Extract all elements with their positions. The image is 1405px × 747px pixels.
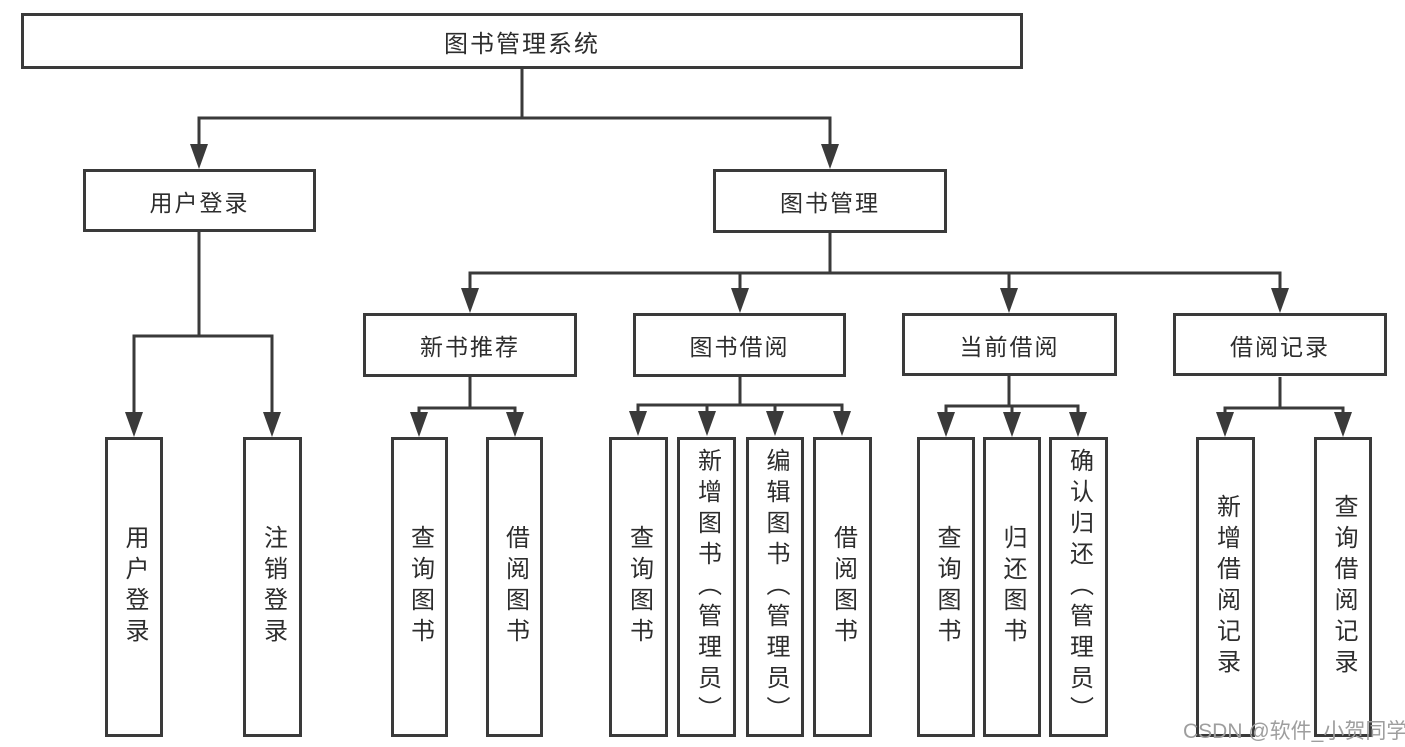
csdn-watermark: CSDN @软件_小贺同学 (1183, 720, 1405, 743)
node-label: 新增借阅记录 (1212, 494, 1240, 680)
node-library-management-system: 图书管理系统 (21, 13, 1023, 69)
connector-userlogin-to-leaves (132, 232, 274, 414)
leaf-logout: 注销登录 (243, 437, 302, 737)
node-new-book-recommendation: 新书推荐 (363, 313, 577, 377)
connector-bookborrow-to-leaves (636, 377, 844, 413)
arrowhead (1069, 412, 1087, 437)
arrowhead (698, 411, 716, 436)
arrowhead (731, 288, 749, 313)
connector-newbook-to-leaves (417, 377, 517, 414)
arrowhead (833, 411, 851, 436)
connector-records-to-leaves (1223, 377, 1345, 414)
arrowhead (629, 411, 647, 436)
leaf-return-books: 归还图书 (983, 437, 1041, 737)
node-label: 图书管理系统 (444, 30, 600, 58)
leaf-add-borrow-record: 新增借阅记录 (1196, 437, 1255, 737)
arrowhead (1000, 288, 1018, 313)
node-label: 图书管理 (780, 190, 880, 216)
node-book-borrowing: 图书借阅 (633, 313, 846, 377)
node-label: 查询图书 (933, 525, 960, 649)
node-label: 确认归还（管理员） (1065, 447, 1093, 727)
arrowhead (937, 412, 955, 437)
leaf-query-books-recommend: 查询图书 (391, 437, 448, 737)
node-book-management: 图书管理 (713, 169, 947, 233)
node-label: 查询借阅记录 (1330, 494, 1357, 680)
leaf-add-books-admin: 新增图书（管理员） (677, 437, 736, 737)
node-label: 注销登录 (259, 525, 287, 649)
node-user-login: 用户登录 (83, 169, 316, 232)
node-label: 新书推荐 (420, 334, 520, 360)
connector-root-to-level2 (197, 69, 832, 146)
arrowhead (1271, 288, 1289, 313)
node-label: 查询图书 (406, 525, 434, 649)
node-label: 用户登录 (121, 525, 148, 649)
node-label: 用户登录 (149, 189, 250, 216)
node-label: 编辑图书（管理员） (762, 447, 789, 727)
arrowhead (1334, 412, 1352, 437)
leaf-query-books-borrow: 查询图书 (609, 437, 668, 737)
node-current-borrowing: 当前借阅 (902, 313, 1117, 376)
leaf-edit-books-admin: 编辑图书（管理员） (746, 437, 804, 737)
node-label: 借阅记录 (1230, 333, 1330, 360)
leaf-query-books-current: 查询图书 (917, 437, 975, 737)
arrowhead (190, 144, 208, 169)
node-label: 当前借阅 (959, 333, 1060, 360)
node-label: 查询图书 (625, 525, 653, 649)
leaf-borrow-books: 借阅图书 (813, 437, 872, 737)
arrowhead (263, 412, 281, 437)
arrowhead (766, 411, 784, 436)
node-label: 借阅图书 (501, 525, 529, 649)
node-label: 借阅图书 (829, 525, 857, 649)
connector-currentborrow-to-leaves (944, 376, 1080, 413)
node-label: 归还图书 (999, 525, 1026, 649)
arrowhead (461, 288, 479, 313)
connector-bookmgmt-to-level3 (468, 233, 1282, 290)
node-label: 新增图书（管理员） (693, 447, 721, 727)
arrowheads (125, 144, 1352, 437)
arrowhead (506, 412, 524, 437)
arrowhead (410, 412, 428, 437)
leaf-confirm-return-admin: 确认归还（管理员） (1049, 437, 1108, 737)
arrowhead (125, 412, 143, 437)
leaf-user-login: 用户登录 (105, 437, 163, 737)
leaf-borrow-books-recommend: 借阅图书 (486, 437, 543, 737)
arrowhead (1216, 412, 1234, 437)
node-label: 图书借阅 (689, 334, 790, 360)
arrowhead (1003, 412, 1021, 437)
leaf-query-borrow-record: 查询借阅记录 (1314, 437, 1372, 737)
arrowhead (821, 144, 839, 169)
node-borrowing-records: 借阅记录 (1173, 313, 1387, 376)
